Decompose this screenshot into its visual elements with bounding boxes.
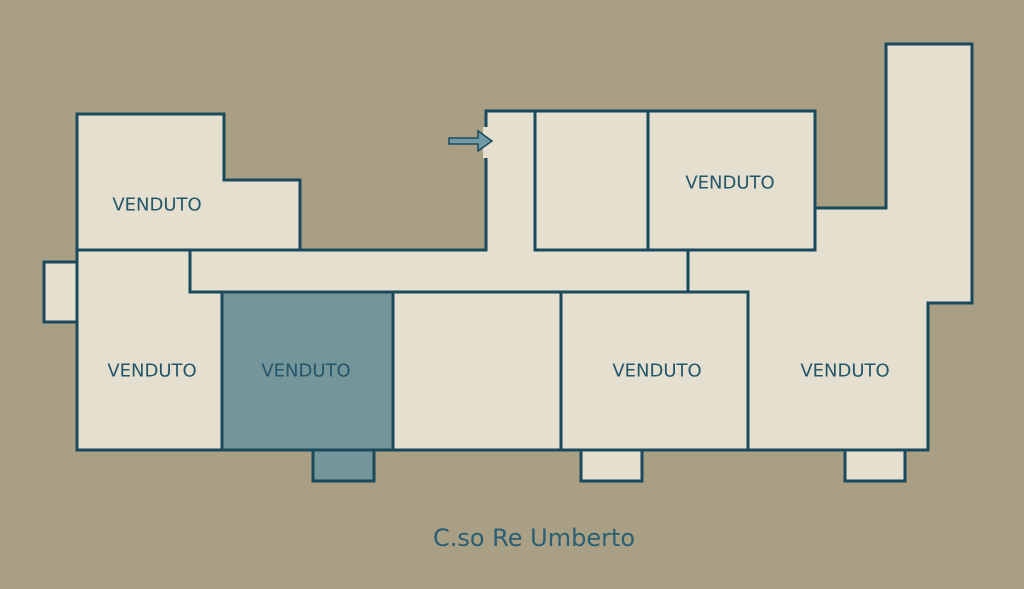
unit-bottom-4[interactable] [559, 290, 750, 452]
unit-label: VENDUTO [261, 360, 351, 382]
arrow-right-icon [448, 129, 494, 153]
unit-top-right[interactable] [646, 109, 817, 252]
unit-label: VENDUTO [107, 360, 197, 382]
unit-label: VENDUTO [685, 172, 775, 194]
unit-top-middle[interactable] [533, 109, 650, 252]
balcony-left [42, 260, 79, 324]
unit-bottom-3[interactable] [391, 290, 563, 452]
street-label: C.so Re Umberto [432, 524, 636, 552]
balcony-selected [311, 448, 376, 483]
balcony-right [843, 448, 907, 483]
unit-label: VENDUTO [612, 360, 702, 382]
unit-top-left[interactable] [75, 112, 302, 252]
balcony-bottom-4 [579, 448, 644, 483]
unit-label: VENDUTO [800, 360, 890, 382]
unit-label: VENDUTO [112, 194, 202, 216]
unit-bottom-2[interactable] [220, 290, 395, 452]
